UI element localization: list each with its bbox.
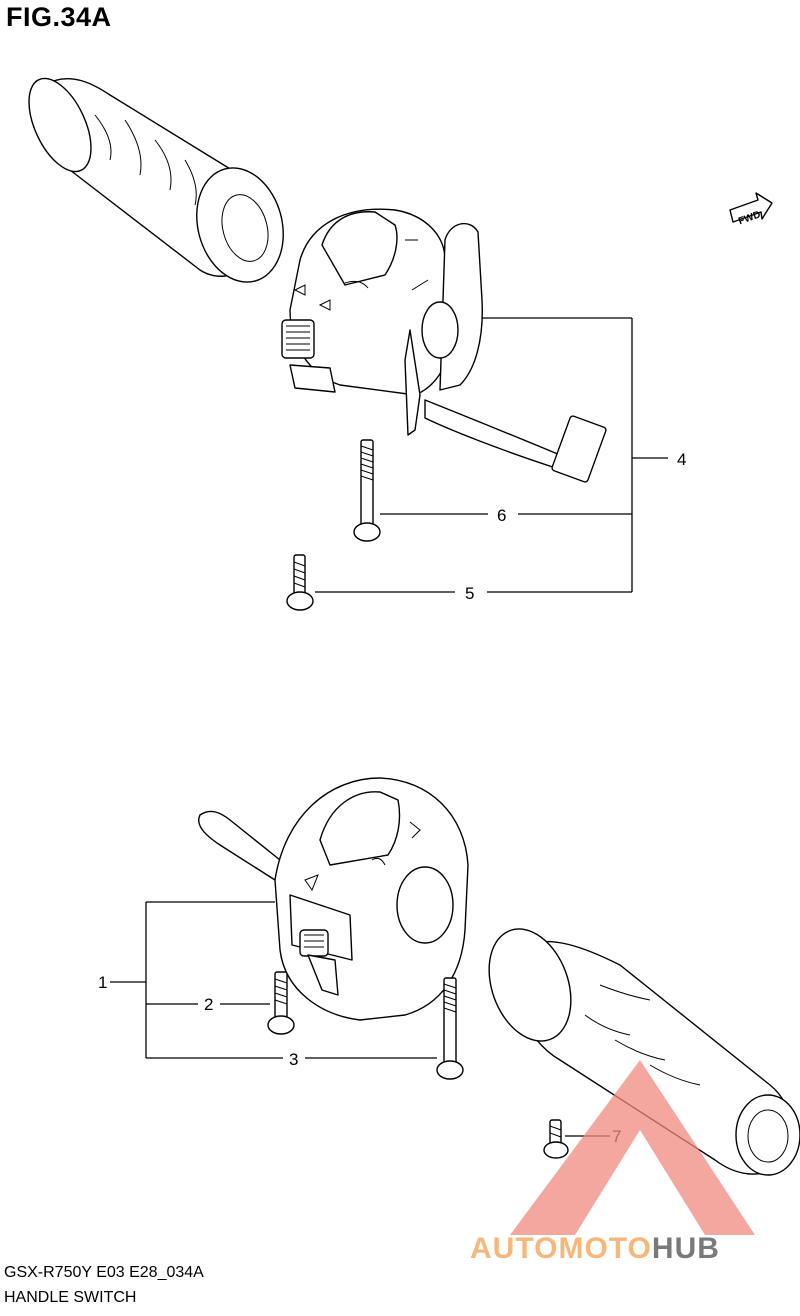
- left-handlebar-switch[interactable]: [281, 208, 607, 483]
- callout-bracket-top: [315, 317, 668, 593]
- screw-2[interactable]: [267, 971, 295, 1035]
- fwd-arrow-icon: FWD: [729, 192, 773, 227]
- callout-5: 5: [465, 584, 474, 603]
- screw-6[interactable]: [353, 439, 381, 542]
- callout-bracket-bottom: [110, 901, 610, 1137]
- callout-2: 2: [204, 995, 213, 1014]
- figure-code: GSX-R750Y E03 E28_034A: [4, 1264, 204, 1281]
- callout-3: 3: [289, 1050, 298, 1069]
- watermark-logo-icon: [510, 1060, 755, 1235]
- right-handlebar-grip[interactable]: [474, 918, 800, 1176]
- watermark-brand: AUTOMOTOHUB: [470, 1232, 720, 1266]
- left-handlebar-grip[interactable]: [16, 69, 295, 292]
- brand-text-dark: HUB: [651, 1232, 720, 1265]
- screw-7[interactable]: [543, 1119, 569, 1159]
- figure-name: HANDLE SWITCH: [4, 1289, 137, 1306]
- callout-6: 6: [497, 506, 506, 525]
- callout-1: 1: [98, 973, 107, 992]
- brand-text-light: AUTOMOTO: [470, 1232, 652, 1265]
- screw-3[interactable]: [436, 977, 464, 1080]
- right-handlebar-switch[interactable]: [198, 777, 469, 1021]
- figure-title: FIG.34A: [6, 2, 112, 32]
- screw-5[interactable]: [286, 554, 314, 611]
- callout-4: 4: [677, 450, 686, 469]
